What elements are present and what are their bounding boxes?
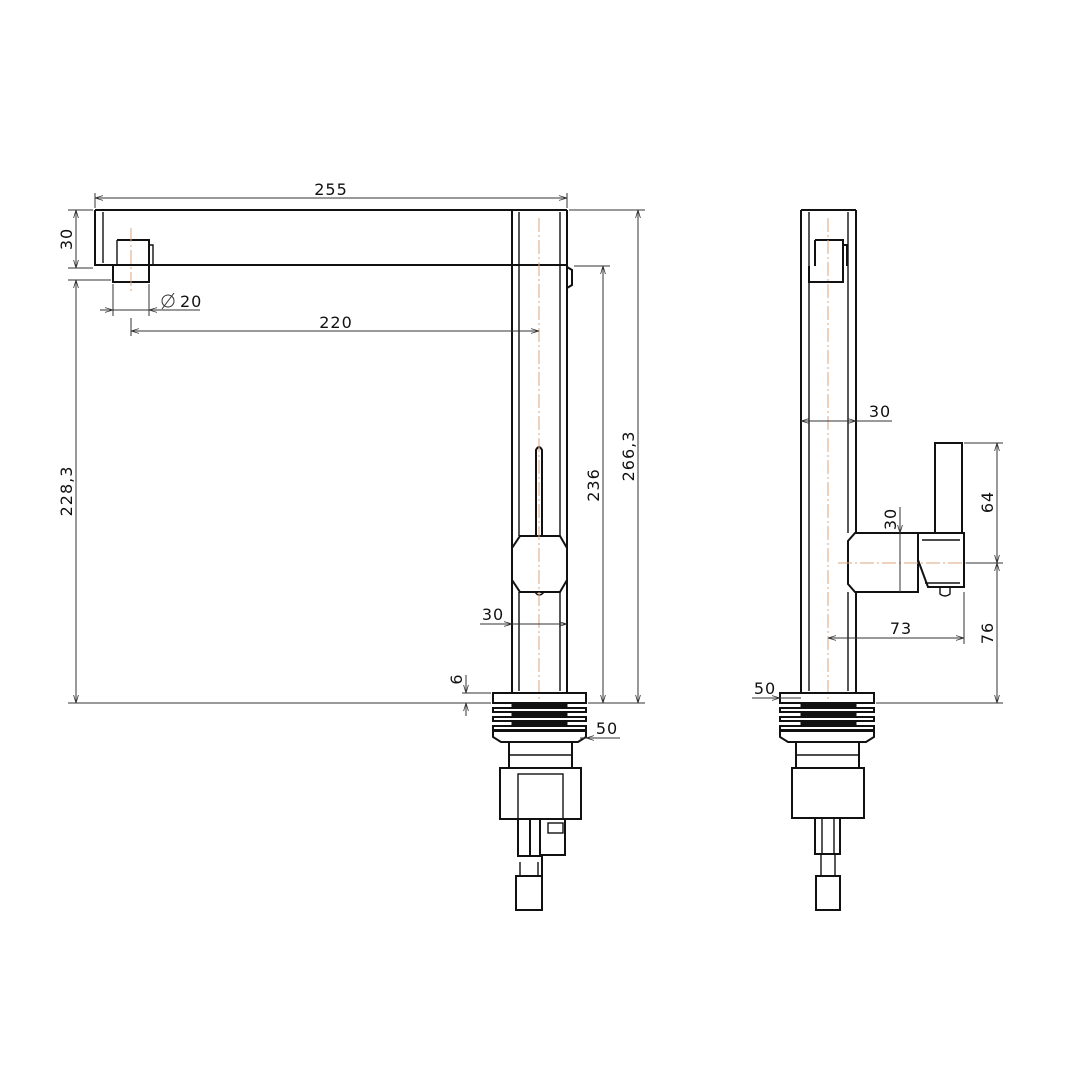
side-dimensions: 30 30 64 76 73 50 <box>752 402 1003 704</box>
dim-front-width: 255 <box>94 180 568 208</box>
dim-front-outer-height: 266,3 <box>569 209 645 704</box>
front-spout-arm <box>94 209 567 292</box>
dim-label-20: 20 <box>180 292 202 311</box>
dim-label-228-3: 228,3 <box>57 466 76 517</box>
dim-lever-reach: 73 <box>828 592 965 644</box>
side-fitting <box>791 741 865 911</box>
dim-spout-height: 30 <box>57 209 93 269</box>
side-body <box>800 209 857 700</box>
dim-label-50-side: 50 <box>754 679 776 698</box>
front-fitting <box>499 741 582 911</box>
dim-front-base-diameter: 50 <box>580 719 620 738</box>
dim-plate-thickness: 6 <box>447 673 491 716</box>
dim-front-body-width: 30 <box>480 605 567 624</box>
dim-lever-axis-height: 76 <box>876 563 1003 704</box>
dim-label-76: 76 <box>978 622 997 644</box>
dim-label-220: 220 <box>319 313 353 332</box>
dim-label-64: 64 <box>978 491 997 513</box>
diameter-icon <box>161 294 175 308</box>
dim-spout-clearance: 228,3 <box>57 279 491 704</box>
dim-label-236: 236 <box>584 468 603 502</box>
dim-label-73: 73 <box>890 619 912 638</box>
dim-label-30-side-body: 30 <box>869 402 891 421</box>
dim-front-inner-height: 236 <box>574 265 610 704</box>
dim-label-266-3: 266,3 <box>619 431 638 482</box>
front-base <box>492 692 587 743</box>
dim-lever-width: 30 <box>881 507 900 592</box>
front-view <box>94 209 587 911</box>
side-view <box>779 209 980 911</box>
front-dimensions: 255 30 20 220 <box>57 180 645 738</box>
dim-label-255: 255 <box>314 180 348 199</box>
dim-label-30-lever: 30 <box>881 508 900 530</box>
dim-label-30-spout: 30 <box>57 228 76 250</box>
dim-label-30-front-body: 30 <box>482 605 504 624</box>
dim-spout-reach: 220 <box>130 313 539 336</box>
front-body <box>511 210 573 700</box>
dim-spout-diameter: 20 <box>100 284 202 316</box>
side-base <box>779 692 875 743</box>
dim-side-base-diameter: 50 <box>752 679 801 698</box>
side-lever <box>838 442 980 597</box>
dim-label-50-front: 50 <box>596 719 618 738</box>
dim-label-6: 6 <box>447 673 466 684</box>
dim-lever-height: 64 <box>964 442 1003 564</box>
dim-side-body-width: 30 <box>801 402 892 421</box>
